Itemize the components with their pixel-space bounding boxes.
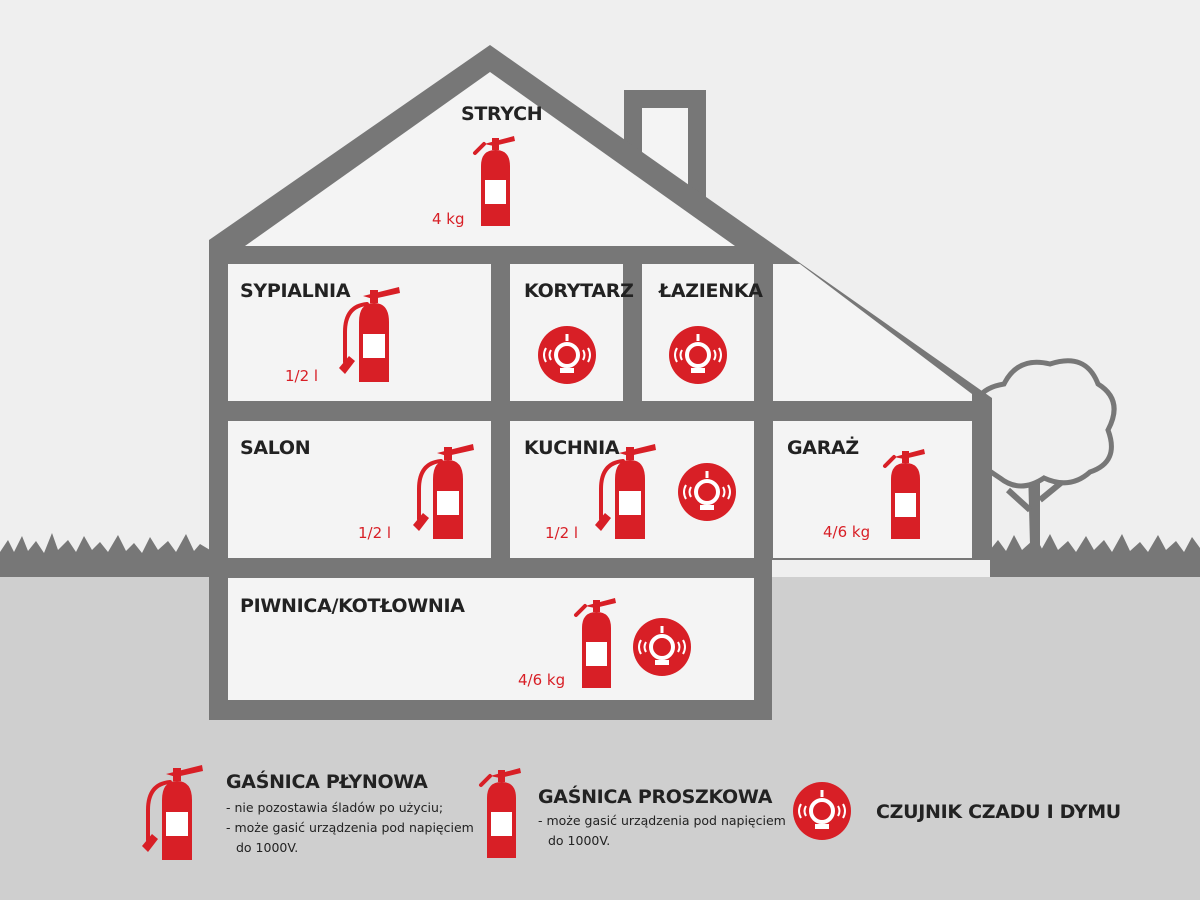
grass-line: [990, 534, 1200, 577]
legend-powder-note: do 1000V.: [548, 833, 610, 848]
room-label-kuchnia: KUCHNIA: [524, 437, 620, 459]
amount-sypialnia: 1/2 l: [285, 367, 318, 385]
legend-liquid-note: do 1000V.: [236, 840, 298, 855]
room-label-garaz: GARAŻ: [787, 435, 859, 459]
smoke-co-detector-icon: [791, 780, 853, 842]
room-label-korytarz: KORYTARZ: [524, 280, 634, 302]
legend-powder-title: GAŚNICA PROSZKOWA: [538, 784, 773, 808]
room-garaz: [773, 421, 972, 558]
legend-liquid-note: - nie pozostawia śladów po użyciu;: [226, 800, 443, 815]
grass-line: [0, 533, 210, 577]
smoke-co-detector-icon: [631, 616, 693, 678]
tree-icon: [968, 358, 1117, 560]
room-label-piwnica: PIWNICA/KOTŁOWNIA: [240, 595, 465, 617]
legend-liquid-title: GAŚNICA PŁYNOWA: [226, 769, 428, 793]
amount-salon: 1/2 l: [358, 524, 391, 542]
legend-detector-title: CZUJNIK CZADU I DYMU: [876, 801, 1121, 823]
smoke-co-detector-icon: [676, 461, 738, 523]
amount-piwnica: 4/6 kg: [518, 671, 565, 689]
room-attic-right: [773, 264, 972, 401]
amount-garaz: 4/6 kg: [823, 523, 870, 541]
smoke-co-detector-icon: [667, 324, 729, 386]
room-label-sypialnia: SYPIALNIA: [240, 280, 351, 302]
room-label-lazienka: ŁAZIENKA: [658, 280, 763, 302]
room-label-salon: SALON: [240, 437, 310, 459]
room-label-strych: STRYCH: [461, 103, 542, 125]
smoke-co-detector-icon: [536, 324, 598, 386]
amount-kuchnia: 1/2 l: [545, 524, 578, 542]
legend-powder-note: - może gasić urządzenia pod napięciem: [538, 813, 786, 828]
legend-liquid-note: - może gasić urządzenia pod napięciem: [226, 820, 474, 835]
amount-strych: 4 kg: [432, 210, 465, 228]
legend: GAŚNICA PŁYNOWA - nie pozostawia śladów …: [140, 763, 1121, 862]
